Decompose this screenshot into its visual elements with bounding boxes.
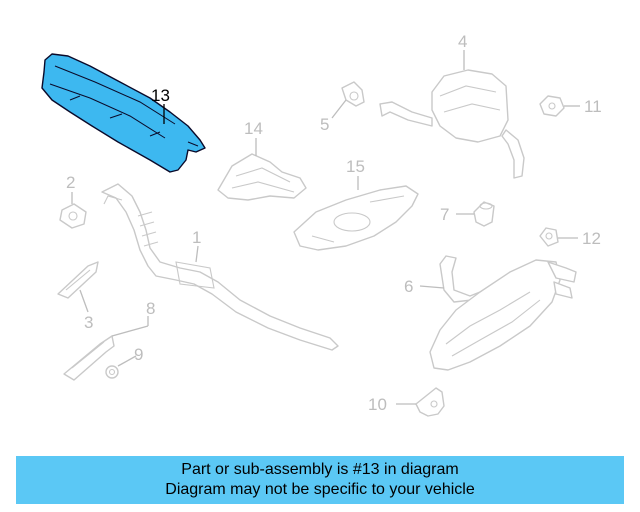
callout-6[interactable]: 6 <box>404 277 413 296</box>
part-5-clamp[interactable] <box>341 81 365 107</box>
part-15-heat-shield[interactable] <box>293 185 419 251</box>
callout-13[interactable]: 13 <box>151 86 170 105</box>
part-9-nut[interactable] <box>105 365 119 379</box>
part-3-bracket[interactable] <box>57 261 99 299</box>
part-7-clamp[interactable] <box>473 201 495 227</box>
part-13-heat-shield[interactable] <box>41 53 206 173</box>
part-12-hanger[interactable] <box>539 227 559 247</box>
callout-11[interactable]: 11 <box>584 97 602 116</box>
exhaust-system-diagram: 13 1 2 3 4 5 6 7 8 9 10 11 12 14 15 <box>41 32 602 417</box>
part-10-bracket[interactable] <box>415 387 445 417</box>
part-2-gasket[interactable] <box>59 203 87 229</box>
callout-1[interactable]: 1 <box>192 228 201 247</box>
callout-7[interactable]: 7 <box>440 205 449 224</box>
part-14-heat-shield[interactable] <box>217 153 307 201</box>
callout-14[interactable]: 14 <box>244 119 263 138</box>
part-11-hanger[interactable] <box>539 95 565 117</box>
callout-4[interactable]: 4 <box>458 32 467 51</box>
part-1-front-pipe[interactable] <box>101 183 339 351</box>
banner-line-part: Part or sub-assembly is #13 in diagram <box>181 461 459 478</box>
callout-3[interactable]: 3 <box>84 313 93 332</box>
callout-12[interactable]: 12 <box>582 229 601 248</box>
banner-line-disclaimer: Diagram may not be specific to your vehi… <box>165 481 475 498</box>
leader-lines <box>71 50 580 405</box>
callout-5[interactable]: 5 <box>320 115 329 134</box>
callout-10[interactable]: 10 <box>368 395 387 414</box>
callout-15[interactable]: 15 <box>346 157 365 176</box>
part-6-rear-muffler[interactable] <box>429 255 577 371</box>
info-banner: Part or sub-assembly is #13 in diagram D… <box>16 456 624 504</box>
part-8-bracket[interactable] <box>63 335 115 381</box>
part-4-muffler[interactable] <box>379 69 525 179</box>
callout-2[interactable]: 2 <box>66 173 75 192</box>
callout-8[interactable]: 8 <box>146 299 155 318</box>
callout-9[interactable]: 9 <box>134 345 143 364</box>
